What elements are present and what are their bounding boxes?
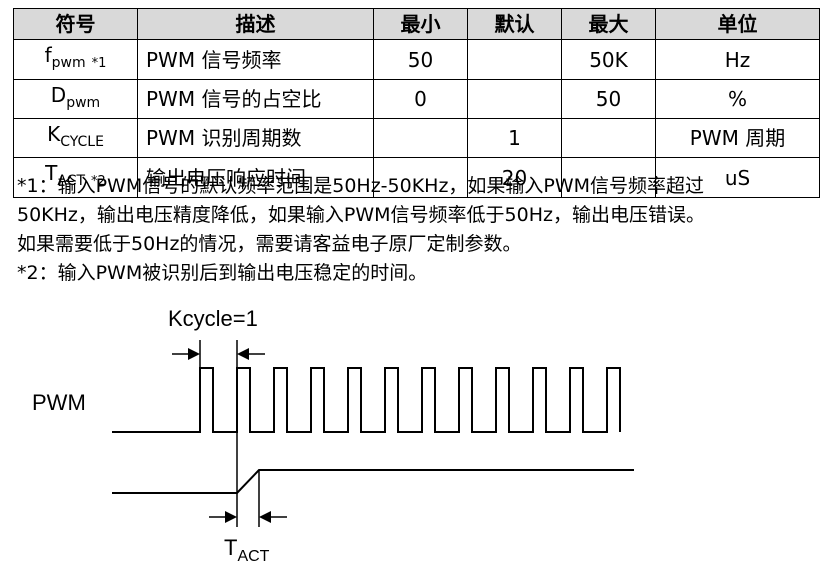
- note-line: 如果需要低于50Hz的情况，需要请客益电子原厂定制参数。: [17, 233, 522, 255]
- header-unit: 单位: [655, 8, 820, 40]
- default-cell: [467, 79, 562, 119]
- symbol-cell: TACT *2: [13, 157, 138, 198]
- spec-table: 符号 描述 最小 默认 最大 单位 fpwm*1 PWM 信号频率 50 50K…: [13, 8, 820, 198]
- max-cell: [561, 157, 656, 198]
- symbol-cell: Dpwm: [13, 79, 138, 119]
- symbol-sub: pwm: [51, 55, 86, 71]
- unit-cell: uS: [655, 157, 820, 198]
- pwm-waveform: [112, 367, 621, 433]
- symbol-footnote: *2: [91, 174, 106, 189]
- kcycle-arrowhead-right: [237, 348, 249, 360]
- table-row: Dpwm PWM 信号的占空比 0 50 %: [13, 79, 820, 119]
- max-cell: 50: [561, 79, 656, 119]
- header-default: 默认: [467, 8, 562, 40]
- table-row: KCYCLE PWM 识别周期数 1 PWM 周期: [13, 118, 820, 158]
- footnotes: *1：输入PWM信号的默认频率范围是50Hz-50KHz，如果输入PWM信号频率…: [17, 172, 822, 288]
- kcycle-label: Kcycle=1: [168, 306, 258, 331]
- description-cell: PWM 信号频率: [137, 39, 374, 80]
- default-cell: 20: [467, 157, 562, 198]
- description-cell: PWM 信号的占空比: [137, 79, 374, 119]
- unit-cell: Hz: [655, 39, 820, 80]
- symbol-footnote: *1: [91, 56, 107, 71]
- tact-arrowhead-left: [225, 511, 237, 523]
- header-min: 最小: [373, 8, 468, 40]
- symbol-main: D: [50, 83, 67, 107]
- min-cell: [373, 157, 468, 198]
- min-cell: 50: [373, 39, 468, 80]
- tact-label: TACT: [224, 535, 270, 565]
- symbol-main: f: [44, 43, 52, 67]
- output-voltage-waveform: [112, 469, 634, 494]
- symbol-main: T: [45, 161, 58, 185]
- header-symbol: 符号: [13, 8, 138, 40]
- symbol-sub: CYCLE: [60, 134, 104, 150]
- table-row: TACT *2 输出电压响应时间 20 uS: [13, 157, 820, 198]
- pwm-label: PWM: [32, 390, 86, 415]
- kcycle-arrowhead-left: [188, 348, 200, 360]
- tact-main: T: [224, 535, 237, 560]
- symbol-sub: pwm: [66, 95, 101, 111]
- header-max: 最大: [561, 8, 656, 40]
- unit-cell: PWM 周期: [655, 118, 820, 158]
- note-line: *2：输入PWM被识别后到输出电压稳定的时间。: [17, 262, 428, 284]
- tact-sub: ACT: [237, 548, 269, 565]
- table-row: fpwm*1 PWM 信号频率 50 50K Hz: [13, 39, 820, 80]
- note-line: 50KHz，输出电压精度降低，如果输入PWM信号频率低于50Hz，输出电压错误。: [17, 204, 705, 226]
- note-line: *1：输入PWM信号的默认频率范围是50Hz-50KHz，如果输入PWM信号频率…: [17, 175, 705, 197]
- unit-cell: %: [655, 79, 820, 119]
- symbol-main: K: [47, 122, 61, 146]
- tact-arrowhead-right: [259, 511, 271, 523]
- description-cell: PWM 识别周期数: [137, 118, 374, 158]
- symbol-sub: ACT: [57, 173, 86, 189]
- description-cell: 输出电压响应时间: [137, 157, 374, 198]
- symbol-cell: KCYCLE: [13, 118, 138, 158]
